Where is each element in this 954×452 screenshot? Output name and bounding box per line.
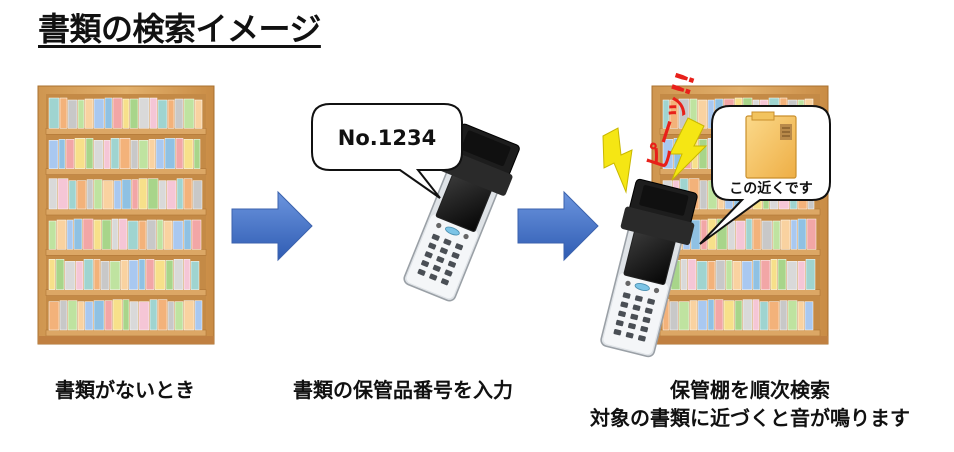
bookshelf-empty — [37, 85, 215, 345]
page-title: 書類の検索イメージ — [38, 10, 321, 48]
step-caption-search: 保管棚を順次検索 対象の書類に近づくと音が鳴ります — [560, 376, 940, 432]
arrow-right-icon — [517, 190, 599, 262]
bubble-text-nearby: この近くです — [729, 180, 813, 197]
lightning-icon — [669, 117, 708, 181]
lightning-icon — [602, 127, 633, 194]
step-caption-search-line1: 保管棚を順次検索 — [670, 378, 830, 402]
step-caption-enter-number: 書類の保管品番号を入力 — [293, 378, 513, 402]
bubble-text-number: No.1234 — [338, 126, 436, 150]
step-caption-no-document: 書類がないとき — [55, 378, 195, 402]
document-folder-icon — [745, 111, 797, 179]
step-caption-search-line2: 対象の書類に近づくと音が鳴ります — [590, 406, 910, 430]
speech-bubble: この近くです — [699, 105, 831, 245]
speech-bubble: No.1234 — [311, 103, 463, 199]
arrow-right-icon — [231, 190, 313, 262]
